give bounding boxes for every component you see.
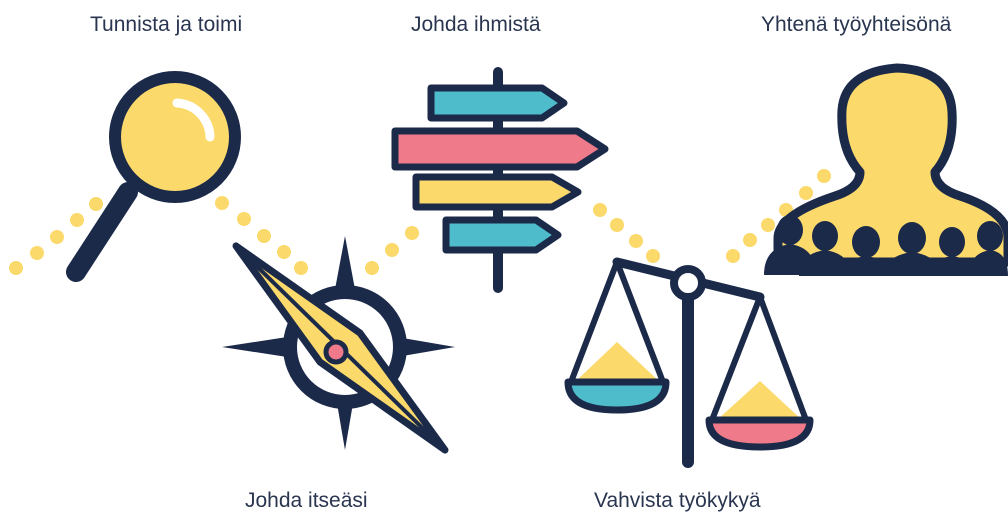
step-label-lead-yourself: Johda itseäsi bbox=[245, 489, 368, 512]
scales-icon bbox=[564, 257, 814, 468]
people-icon bbox=[764, 63, 1008, 276]
dotted-path bbox=[9, 169, 831, 275]
signpost-icon bbox=[391, 67, 609, 293]
magnifier-icon bbox=[66, 71, 241, 282]
step-label-identify-and-act: Tunnista ja toimi bbox=[90, 13, 243, 36]
step-label-lead-people: Johda ihmistä bbox=[411, 13, 541, 36]
compass-icon bbox=[222, 236, 455, 454]
step-label-strengthen-work-ability: Vahvista työkykyä bbox=[594, 489, 761, 512]
step-label-as-one-community: Yhtenä työyhteisönä bbox=[761, 13, 952, 36]
